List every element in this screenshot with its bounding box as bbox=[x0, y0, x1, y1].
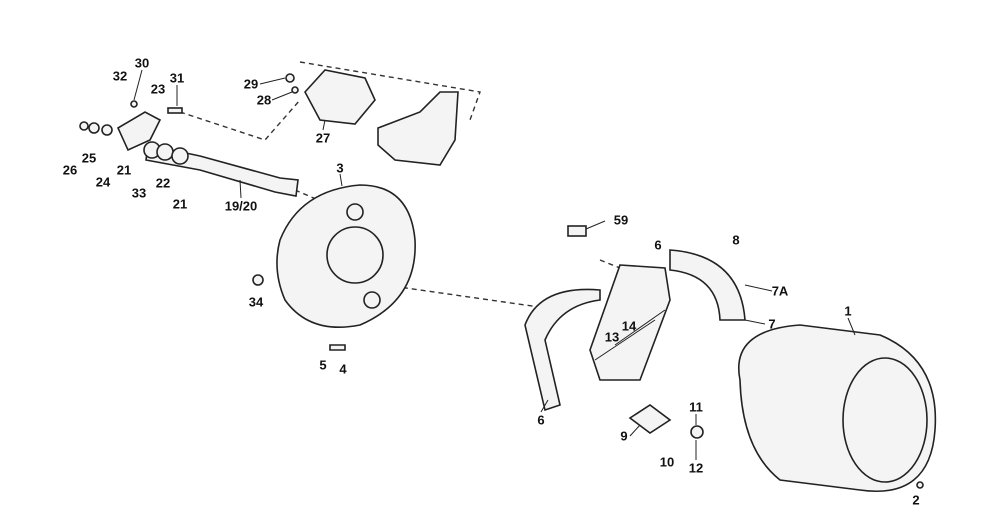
bushing bbox=[171, 147, 189, 165]
washer bbox=[88, 122, 100, 134]
part-label: 33 bbox=[131, 185, 147, 201]
seal bbox=[252, 274, 264, 286]
part-label: 8 bbox=[732, 232, 740, 248]
link bbox=[628, 404, 672, 434]
part-label: 25 bbox=[81, 150, 97, 166]
brake-shoe-inner bbox=[589, 264, 671, 381]
part-label: 29 bbox=[243, 76, 259, 92]
part-label: 27 bbox=[315, 130, 331, 146]
part-label: 26 bbox=[62, 162, 78, 178]
spring bbox=[614, 309, 666, 346]
backing-plate bbox=[276, 184, 416, 328]
part-label: 6 bbox=[537, 412, 545, 428]
part-label: 24 bbox=[95, 174, 111, 190]
backing-plate-hole bbox=[346, 203, 364, 221]
washer bbox=[285, 73, 295, 83]
part-label: 13 bbox=[604, 329, 620, 345]
slack-adjuster bbox=[116, 111, 162, 152]
brake-drum bbox=[738, 324, 937, 492]
part-label: 14 bbox=[621, 318, 637, 334]
washer bbox=[101, 124, 113, 136]
part-label: 6 bbox=[654, 237, 662, 253]
guide-line bbox=[179, 99, 301, 141]
bolt bbox=[329, 344, 346, 351]
guide-line bbox=[384, 284, 561, 311]
part-label: 7 bbox=[768, 316, 776, 332]
chamber-bracket bbox=[377, 91, 459, 166]
bushing bbox=[156, 143, 174, 161]
pin bbox=[167, 107, 183, 114]
roller bbox=[690, 425, 704, 439]
part-label: 30 bbox=[134, 55, 150, 71]
part-label: 19/20 bbox=[224, 198, 258, 214]
part-label: 22 bbox=[155, 175, 171, 191]
part-label: 9 bbox=[620, 428, 628, 444]
backing-plate-hole bbox=[363, 291, 381, 309]
washer bbox=[79, 121, 89, 131]
leader-lines bbox=[133, 69, 856, 460]
part-label: 10 bbox=[659, 454, 675, 470]
part-label: 31 bbox=[169, 70, 185, 86]
part-label: 12 bbox=[688, 460, 704, 476]
lining bbox=[669, 249, 746, 321]
guide-line bbox=[599, 259, 621, 269]
part-label: 23 bbox=[150, 81, 166, 97]
part-label: 2 bbox=[912, 492, 920, 508]
anchor-pin bbox=[567, 225, 587, 237]
nut bbox=[130, 100, 138, 108]
part-label: 21 bbox=[172, 196, 188, 212]
drum-screw bbox=[916, 481, 924, 489]
part-label: 21 bbox=[116, 162, 132, 178]
drum-opening bbox=[842, 357, 928, 483]
part-label: 34 bbox=[248, 294, 264, 310]
guide-line bbox=[299, 61, 481, 121]
part-label: 4 bbox=[339, 361, 347, 377]
washer bbox=[291, 86, 299, 94]
part-label: 5 bbox=[319, 357, 327, 373]
part-label: 11 bbox=[689, 399, 703, 415]
backing-plate-hole bbox=[326, 226, 384, 284]
part-label: 59 bbox=[613, 212, 629, 228]
part-label: 1 bbox=[844, 303, 852, 319]
part-label: 28 bbox=[256, 92, 272, 108]
part-label: 3 bbox=[336, 160, 344, 176]
brake-chamber bbox=[304, 69, 376, 125]
brake-shoe bbox=[524, 288, 601, 412]
part-label: 32 bbox=[112, 68, 128, 84]
spring bbox=[594, 319, 656, 361]
part-label: 7A bbox=[771, 283, 789, 299]
